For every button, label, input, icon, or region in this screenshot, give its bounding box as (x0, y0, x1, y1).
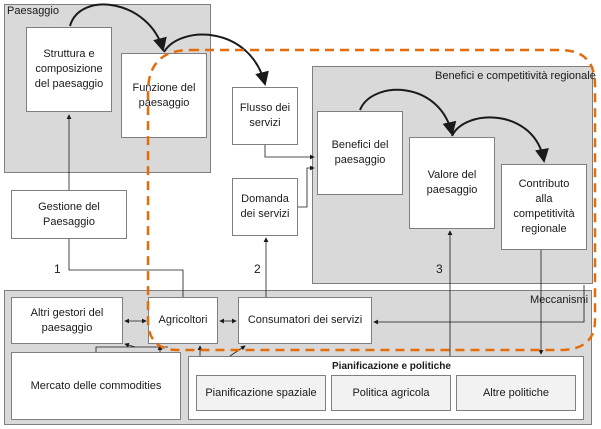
altri-gestori-label: Altri gestori del paesaggio (30, 306, 104, 334)
consumatori-node: Consumatori dei servizi (238, 297, 372, 344)
pianificazione-spaziale-label: Pianificazione spaziale (205, 386, 317, 399)
gestione-node: Gestione del Paesaggio (11, 190, 127, 239)
benefici-paesaggio-node: Benefici del paesaggio (317, 111, 403, 195)
line-agricoltori-gestione (68, 239, 184, 297)
number-1: 1 (54, 262, 61, 276)
struttura-label: Struttura e composizione del paesaggio (34, 48, 104, 90)
valore-label: Valore del paesaggio (426, 169, 478, 196)
politica-agricola-label: Politica agricola (352, 386, 430, 399)
agricoltori-node: Agricoltori (148, 297, 218, 344)
valore-node: Valore del paesaggio (409, 137, 495, 229)
mercato-label: Mercato delle commodities (30, 379, 162, 392)
flusso-label: Flusso dei servizi (239, 102, 291, 129)
benefici-paesaggio-label: Benefici del paesaggio (331, 139, 389, 166)
paesaggio-region-label: Paesaggio (7, 5, 59, 17)
arrow-flusso-benefici (264, 145, 315, 160)
pianificazione-title: Pianificazione e politiche (332, 361, 451, 372)
consumatori-label: Consumatori dei servizi (247, 314, 363, 326)
altre-politiche-node: Altre politiche (456, 375, 576, 411)
funzione-label: Funzione del paesaggio (132, 81, 196, 109)
domanda-label: Domanda dei servizi (240, 193, 290, 220)
benefici-region-label: Benefici e competitività regionale (435, 70, 596, 82)
contributo-label: Contributo alla competitività regionale (513, 178, 575, 235)
domanda-node: Domanda dei servizi (232, 178, 298, 236)
meccanismi-region-label: Meccanismi (530, 294, 589, 306)
contributo-node: Contributo alla competitività regionale (501, 164, 587, 250)
pianificazione-spaziale-node: Pianificazione spaziale (196, 375, 326, 411)
mercato-node: Mercato delle commodities (11, 352, 181, 420)
altri-gestori-node: Altri gestori del paesaggio (11, 297, 123, 344)
gestione-label: Gestione del Paesaggio (38, 200, 100, 228)
number-2: 2 (254, 262, 261, 276)
agricoltori-label: Agricoltori (158, 314, 208, 326)
altre-politiche-label: Altre politiche (482, 386, 550, 399)
politica-agricola-node: Politica agricola (331, 375, 451, 411)
number-3: 3 (436, 262, 443, 276)
funzione-node: Funzione del paesaggio (121, 53, 207, 138)
flusso-node: Flusso dei servizi (232, 87, 298, 145)
struttura-node: Struttura e composizione del paesaggio (26, 27, 112, 112)
